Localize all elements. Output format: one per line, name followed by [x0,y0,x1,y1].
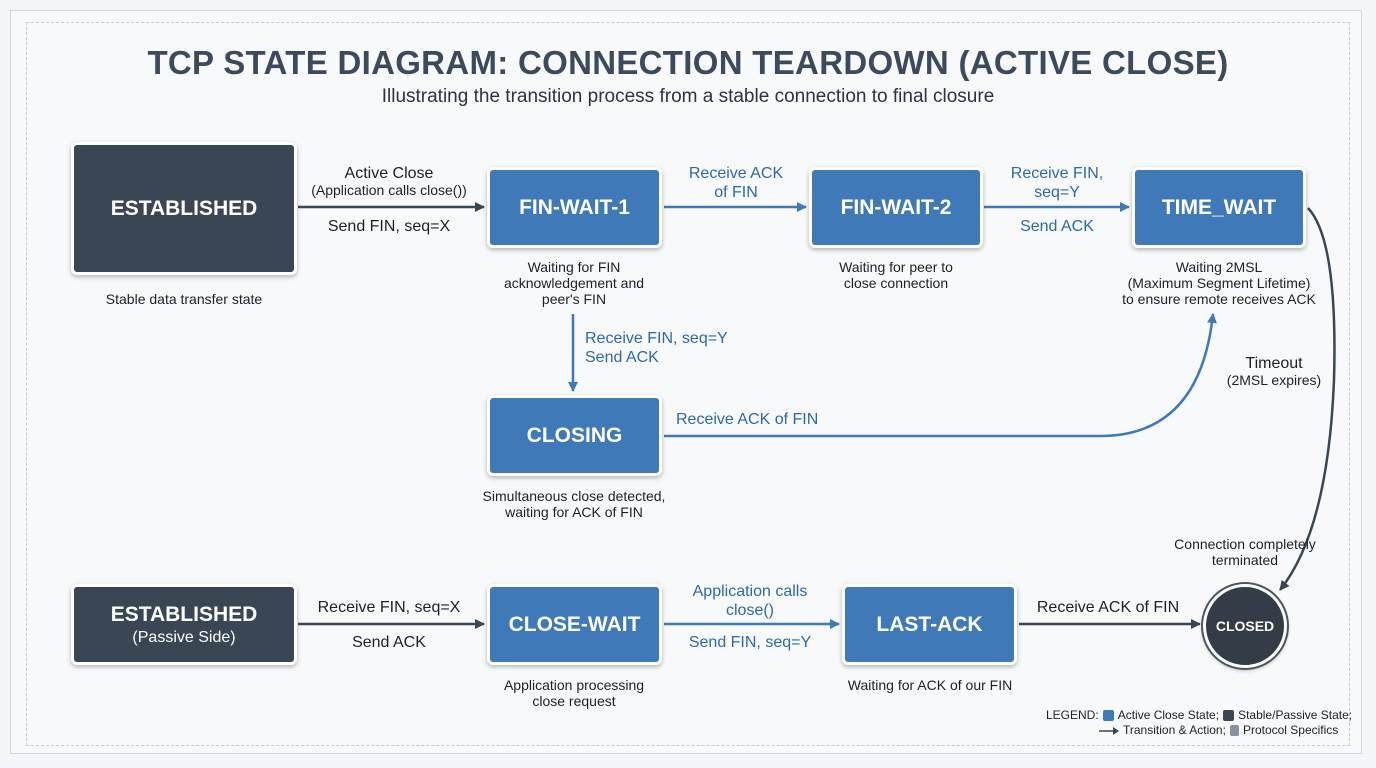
arrow-timewait-to-closed [1279,207,1336,591]
legend-stable: Stable/Passive State; [1238,708,1353,722]
desc-fin-wait-2: Waiting for peer to close connection [790,259,1002,291]
state-established-passive: ESTABLISHED (Passive Side) [71,584,297,665]
legend-arrow-icon [1099,726,1119,735]
state-label: ESTABLISHED [110,196,258,220]
desc-line: Waiting for FIN [527,259,621,275]
state-label: FIN-WAIT-2 [840,195,952,219]
desc-line: close request [532,693,616,709]
label-send-ack-tw: Send ACK [986,217,1128,236]
state-closed: CLOSED [1203,584,1287,668]
label-line: Send ACK [1020,218,1094,235]
desc-line: terminated [1211,552,1279,568]
state-fin-wait-1: FIN-WAIT-1 [487,167,662,248]
legend-transition: Transition & Action; [1123,723,1226,737]
legend-swatch-active [1102,710,1114,721]
state-sublabel: (Passive Side) [132,628,236,646]
state-fin-wait-2: FIN-WAIT-2 [809,167,983,248]
desc-line: acknowledgement and [503,275,645,291]
legend: LEGEND: Active Close State; Stable/Passi… [1046,708,1352,738]
desc-line: Waiting 2MSL [1175,259,1263,275]
desc-established: Stable data transfer state [71,291,297,307]
label-send-fin-y: Send FIN, seq=Y [666,633,834,652]
label-line: Send FIN, seq=X [327,218,451,235]
label-line: (Application calls close()) [311,182,467,198]
label-line: of FIN [714,184,758,201]
desc-line: waiting for ACK of FIN [505,504,643,520]
desc-last-ack: Waiting for ACK of our FIN [820,677,1040,693]
desc-close-wait: Application processing close request [469,677,679,709]
desc-line: Stable data transfer state [105,291,263,307]
desc-time-wait: Waiting 2MSL (Maximum Segment Lifetime) … [1104,259,1334,307]
label-line: Send FIN, seq=Y [688,634,812,651]
legend-active: Active Close State; [1117,708,1220,722]
legend-label: LEGEND: [1046,708,1099,722]
label-receive-ack-of-fin-closed: Receive ACK of FIN [1021,598,1195,617]
desc-line: Application processing [503,677,645,693]
state-label: CLOSE-WAIT [508,612,641,636]
label-line: (2MSL expires) [1226,372,1322,388]
label-line: Receive FIN, [1010,165,1104,182]
state-label: ESTABLISHED [110,602,258,626]
state-label: LAST-ACK [876,612,983,636]
desc-line: Simultaneous close detected, [482,488,666,504]
desc-line: (Maximum Segment Lifetime) [1127,275,1311,291]
state-label: CLOSED [1215,618,1275,634]
desc-closing: Simultaneous close detected, waiting for… [460,488,688,520]
label-closing-to-tw: Receive ACK of FIN [676,410,818,429]
label-receive-fin-y: Receive FIN, seq=Y [986,164,1128,202]
label-line: Receive ACK of FIN [1036,599,1180,616]
state-time-wait: TIME_WAIT [1132,167,1306,248]
label-timeout: Timeout [1214,354,1334,373]
label-app-calls-close-passive: Application calls close() [666,582,834,620]
label-line: close() [725,602,774,619]
legend-row-transitions: Transition & Action; Protocol Specifics [1046,723,1352,738]
dashed-frame [26,22,1350,746]
state-label: FIN-WAIT-1 [519,195,630,219]
page-subtitle: Illustrating the transition process from… [381,86,995,107]
label-line: Receive FIN, seq=X [317,599,461,616]
page-title: TCP STATE DIAGRAM: CONNECTION TEARDOWN (… [147,44,1229,81]
label-line: Receive ACK [688,165,784,182]
legend-swatch-stable [1223,710,1235,721]
state-close-wait: CLOSE-WAIT [487,584,662,665]
label-send-ack-cw: Send ACK [300,633,478,652]
legend-swatch-protocol [1229,725,1239,736]
desc-line: Connection completely [1174,536,1316,552]
label-fw1-to-closing: Receive FIN, seq=Y Send ACK [585,329,728,367]
desc-line: close connection [843,275,949,291]
label-receive-ack-of-fin: Receive ACK of FIN [666,164,806,202]
desc-line: to ensure remote receives ACK [1122,291,1316,307]
desc-line: peer's FIN [541,291,607,307]
state-closing: CLOSING [487,395,662,476]
label-line: Send ACK [352,634,426,651]
legend-protocol: Protocol Specifics [1242,723,1339,737]
label-send-fin-x: Send FIN, seq=X [300,217,478,236]
state-label: CLOSING [526,423,623,447]
label-line: Application calls [692,583,808,600]
label-app-calls-close: (Application calls close()) [300,182,478,198]
label-line: Timeout [1245,355,1303,372]
label-2msl-expires: (2MSL expires) [1214,372,1334,388]
label-line: Receive FIN, seq=Y [585,330,728,347]
arrow-closing-to-timewait [664,313,1218,438]
desc-fin-wait-1: Waiting for FIN acknowledgement and peer… [469,259,679,307]
desc-closed: Connection completely terminated [1150,536,1340,568]
state-established: ESTABLISHED [71,142,297,275]
label-line: seq=Y [1034,184,1080,201]
desc-line: Waiting for peer to [839,259,953,275]
desc-line: Waiting for ACK of our FIN [847,677,1013,693]
label-line: Receive ACK of FIN [676,411,819,428]
label-line: Send ACK [585,349,659,366]
state-label: TIME_WAIT [1161,195,1277,219]
state-last-ack: LAST-ACK [842,584,1017,665]
legend-row-states: LEGEND: Active Close State; Stable/Passi… [1046,708,1352,723]
label-receive-fin-x: Receive FIN, seq=X [300,598,478,617]
label-active-close: Active Close [300,164,478,183]
label-line: Active Close [344,165,434,182]
